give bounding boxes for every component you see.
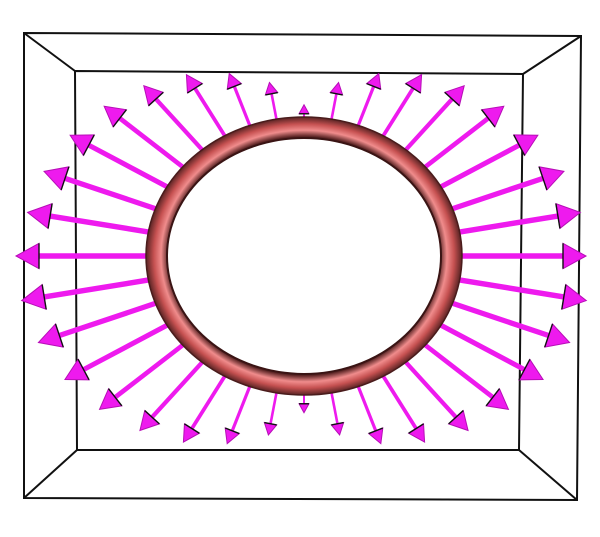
arrow-head-base (112, 109, 127, 128)
arrow-head-base (54, 323, 64, 348)
arrow-head-base (331, 421, 344, 426)
arrow-head-base (224, 427, 240, 435)
arrow-head (298, 403, 310, 414)
arrow-shaft (353, 378, 378, 432)
arrow-head-base (264, 421, 277, 426)
arrow-shaft (444, 298, 550, 339)
arrow-head (14, 242, 40, 270)
arrow-shaft (150, 354, 210, 419)
arrow-shaft (432, 319, 526, 372)
arrow-shaft (451, 213, 559, 236)
arrow-shaft (377, 368, 418, 430)
arrow-head-base (485, 388, 501, 407)
arrow-head-base (107, 388, 123, 407)
box-edge-top-right (522, 35, 582, 75)
arrow-shaft (451, 276, 565, 300)
arrow-head-base (368, 427, 384, 435)
arrow-shaft (230, 378, 255, 432)
arrow-head-base (226, 82, 242, 90)
arrow-head-base (184, 423, 200, 434)
arrow-shaft (398, 354, 458, 419)
arrow-head-base (77, 358, 90, 381)
arrow-head-base (538, 166, 548, 191)
arrow-head-base (41, 284, 47, 310)
arrow-shaft (87, 142, 176, 193)
box-edge-top-left (23, 32, 76, 72)
arrow-head-base (144, 410, 160, 425)
arrow-head-base (330, 91, 343, 96)
arrow-head-base (513, 134, 526, 156)
arrow-shaft (113, 338, 191, 400)
arrow-head-base (60, 166, 70, 191)
arrow-shaft (64, 175, 164, 214)
arrow-shaft (417, 116, 490, 174)
box-edge-bottom-left (23, 449, 78, 499)
arrow-head (298, 103, 310, 115)
arrow-head-base (544, 323, 554, 348)
arrow-head-base (265, 91, 278, 96)
arrow-shaft (417, 338, 495, 400)
arrow-shaft (398, 97, 454, 158)
arrow-head-base (481, 109, 496, 128)
arrow-head-base (555, 203, 561, 229)
arrow-shaft (193, 87, 231, 144)
arrow-head-base (47, 203, 53, 229)
arrow-shaft (58, 298, 164, 339)
bounding-box (23, 31, 583, 502)
arrows-layer (14, 72, 588, 445)
arrow-head-base (148, 91, 164, 107)
arrow-shaft (190, 368, 231, 430)
arrow-shaft (118, 116, 191, 174)
arrow-head-base (366, 82, 382, 90)
arrow-head-base (561, 284, 567, 310)
arrow-head-base (518, 358, 531, 381)
arrow-shaft (444, 175, 544, 214)
torus-ring (145, 116, 463, 396)
arrow-shaft (82, 319, 176, 372)
arrow-shaft (432, 142, 521, 193)
arrow-head-base (448, 410, 464, 425)
arrow-shaft (49, 213, 157, 236)
box-edge-bottom-right (518, 449, 578, 501)
arrow-shaft (43, 276, 157, 300)
arrow-head-base (405, 82, 421, 94)
arrow-head-base (187, 82, 203, 94)
arrow-head-base (408, 423, 424, 434)
arrow-head-base (82, 134, 95, 156)
arrow-head (562, 242, 588, 270)
arrow-head-base (444, 91, 460, 107)
arrow-shaft (154, 97, 210, 158)
ring-hole (166, 137, 442, 375)
arrow-shaft (377, 87, 415, 144)
